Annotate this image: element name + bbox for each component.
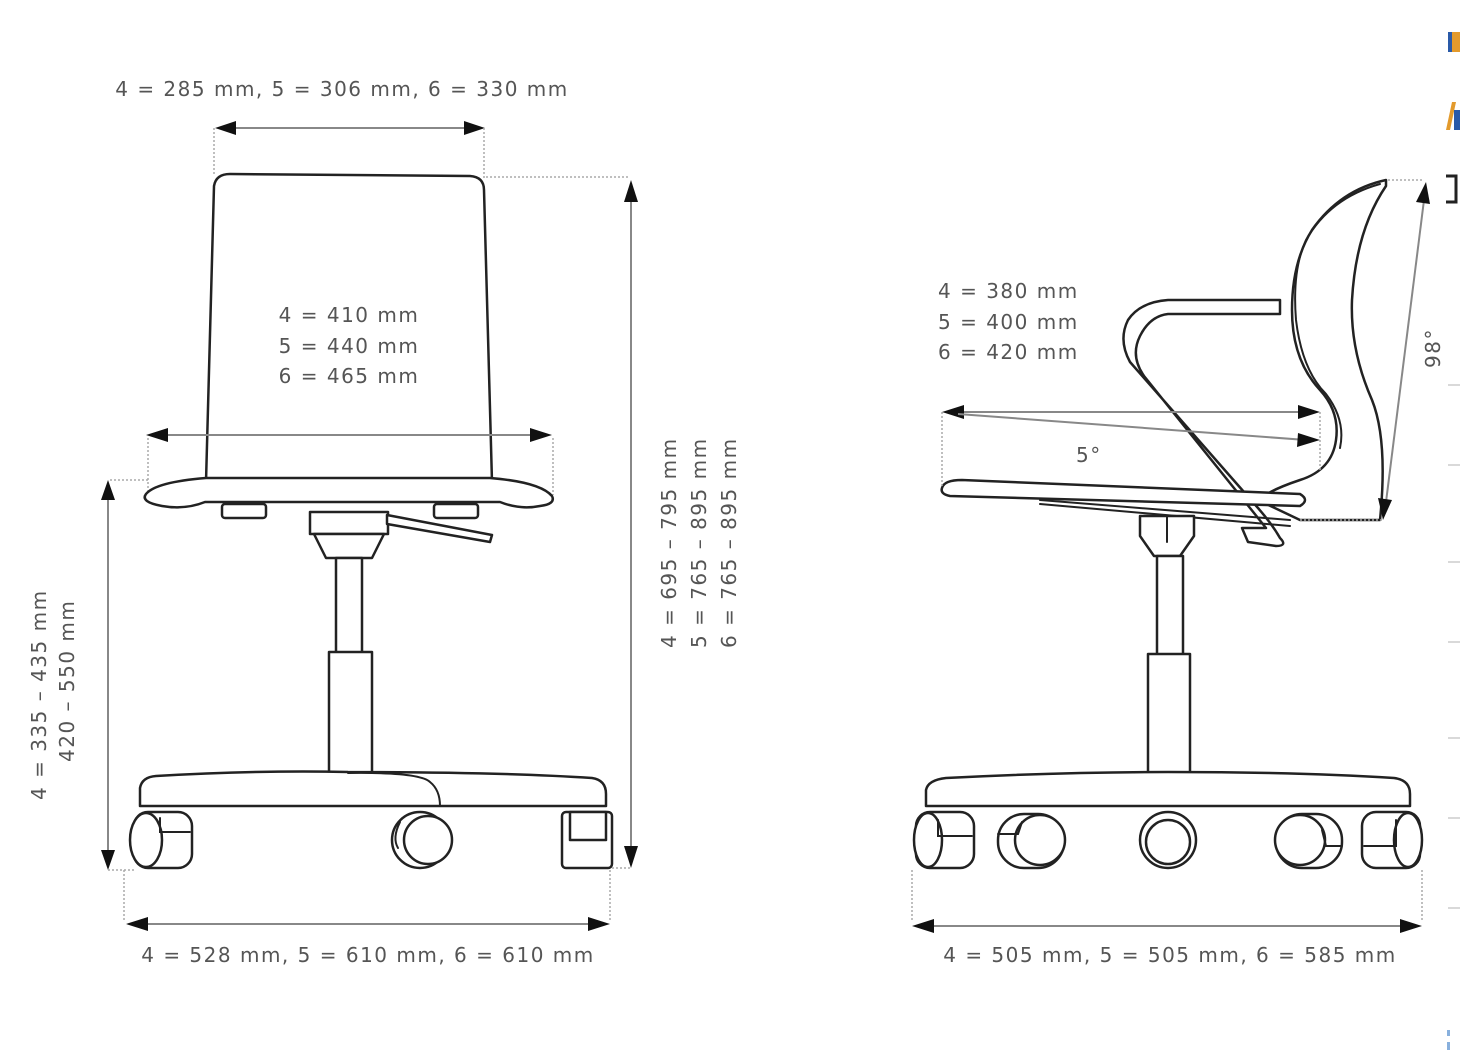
svg-text:6 = 465 mm: 6 = 465 mm [279,364,420,388]
front-caster-right [560,810,614,870]
svg-text:5 = 400 mm: 5 = 400 mm [938,310,1079,334]
seat-width-labels: 4 = 410 mm 5 = 440 mm 6 = 465 mm [279,303,420,388]
arrow-left-icon [912,919,934,933]
height-adjust-lever [385,513,494,544]
backrest-angle-dimension: 98° [1300,179,1445,521]
seat-height-label-1: 4 = 335 – 435 mm [27,589,51,800]
overall-height-dimension: 4 = 695 – 795 mm 5 = 765 – 895 mm 6 = 76… [486,176,741,869]
side-caster-1 [912,810,976,870]
side-view: 4 = 380 mm 5 = 400 mm 6 = 420 mm [911,178,1445,967]
side-caster-3 [1138,810,1198,870]
side-caster-5 [1360,810,1424,870]
side-gas-lift-lower [1146,652,1192,776]
svg-text:4 = 380 mm: 4 = 380 mm [938,279,1079,303]
front-gas-lift-upper [334,556,364,656]
arrow-right-icon [464,121,485,135]
arrow-right-icon [1400,919,1422,933]
arrow-left-icon [146,428,168,442]
svg-text:4 = 410 mm: 4 = 410 mm [279,303,420,327]
base-depth-label: 4 = 505 mm, 5 = 505 mm, 6 = 585 mm [943,943,1397,967]
overall-height-label-3: 6 = 765 – 895 mm [717,437,741,648]
front-gas-lift-lower [327,650,374,776]
arrow-right-icon [530,428,552,442]
backrest-width-dimension: 4 = 285 mm, 5 = 306 mm, 6 = 330 mm [115,77,569,178]
arrow-up-icon [101,480,115,500]
arrow-down-icon [624,846,638,868]
arrow-right-icon [588,917,610,931]
arrow-left-icon [942,405,964,419]
side-backrest [1256,178,1388,522]
front-view: 4 = 285 mm, 5 = 306 mm, 6 = 330 mm 4 = 4… [27,77,741,967]
front-caster-center [390,810,454,870]
arrow-up-icon [1416,182,1430,204]
backrest-width-label: 4 = 285 mm, 5 = 306 mm, 6 = 330 mm [115,77,569,101]
seat-height-dimension: 4 = 335 – 435 mm 420 – 550 mm [27,479,148,871]
arrow-left-icon [215,121,236,135]
arrow-down-icon [101,850,115,870]
base-width-dimension: 4 = 528 mm, 5 = 610 mm, 6 = 610 mm [123,870,611,967]
seat-width-dimension [146,428,554,495]
seat-height-label-2: 420 – 550 mm [55,600,79,762]
overall-height-label-1: 4 = 695 – 795 mm [657,437,681,648]
base-width-label: 4 = 528 mm, 5 = 610 mm, 6 = 610 mm [141,943,595,967]
arrow-up-icon [624,180,638,202]
right-edge-fragment [1446,32,1460,1050]
front-backrest [204,172,494,484]
arrow-right-icon [1297,433,1320,447]
side-caster-4 [1273,812,1344,870]
seat-depth-labels: 4 = 380 mm 5 = 400 mm 6 = 420 mm [938,279,1079,364]
front-seat [143,476,554,509]
side-armrest [1122,298,1285,548]
front-caster-left [128,810,194,870]
side-gas-lift-upper [1155,554,1185,658]
front-base [138,770,608,808]
backrest-angle-label: 98° [1421,328,1445,368]
seat-mechanism [220,502,494,560]
arrow-left-icon [126,917,148,931]
side-base [924,770,1412,808]
side-seat [940,478,1307,508]
overall-height-label-2: 5 = 765 – 895 mm [687,437,711,648]
arrow-down-icon [1378,498,1392,520]
side-caster-2 [996,812,1067,870]
seat-depth-dimension: 5° [941,405,1321,488]
arrow-right-icon [1298,405,1320,419]
seat-tilt-label: 5° [1076,443,1102,467]
svg-text:5 = 440 mm: 5 = 440 mm [279,334,420,358]
svg-text:6 = 420 mm: 6 = 420 mm [938,340,1079,364]
base-depth-dimension: 4 = 505 mm, 5 = 505 mm, 6 = 585 mm [911,870,1423,967]
